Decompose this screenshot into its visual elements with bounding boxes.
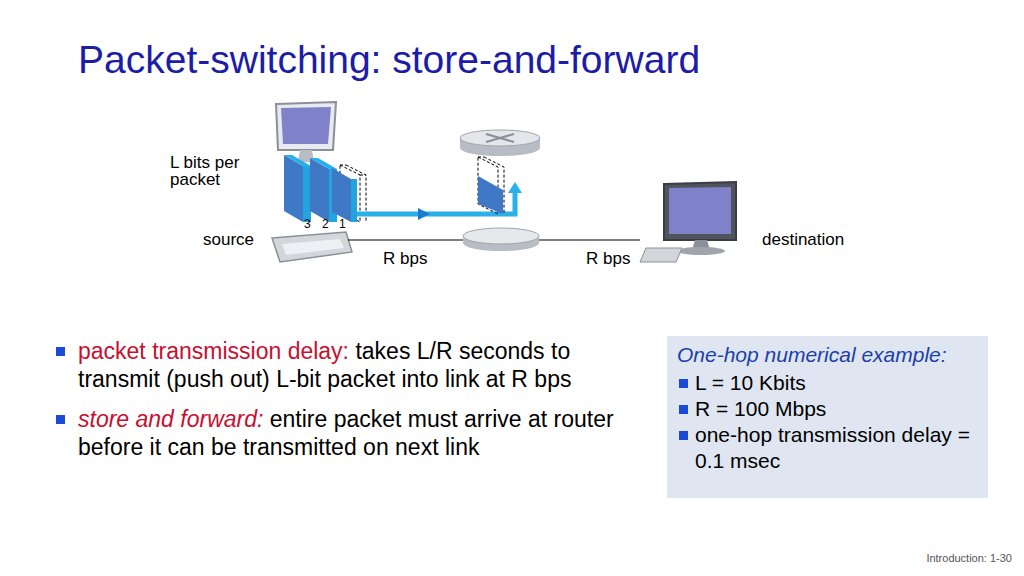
router-icon [460, 130, 540, 156]
bullet-text: packet transmission delay: takes L/R sec… [78, 337, 648, 393]
packet-stack [284, 155, 357, 222]
link-rate: R bps [586, 249, 630, 269]
packet-number: 3 [304, 217, 311, 231]
panel-item: R = 100 Mbps [677, 396, 980, 422]
panel-item-text: L = 10 Kbits [695, 371, 806, 394]
destination-computer [640, 182, 736, 262]
bullet-marker [679, 379, 688, 388]
bullet-marker [56, 347, 65, 356]
host-label: source [203, 230, 254, 250]
bullet-text: store and forward: entire packet must ar… [78, 405, 648, 461]
link-rate: R bps [383, 249, 427, 269]
bullet-marker [56, 415, 65, 424]
host-label: destination [762, 230, 844, 250]
source-computer [272, 102, 352, 262]
bullet-term: packet transmission delay: [78, 338, 349, 364]
packet-number: 2 [322, 217, 329, 231]
panel-item-text: R = 100 Mbps [695, 397, 826, 420]
packet-number: 1 [339, 217, 346, 231]
panel-heading: One-hop numerical example: [677, 342, 980, 368]
bullet-marker [679, 431, 688, 440]
bullet-marker [679, 405, 688, 414]
panel-item-text: one-hop transmission delay = 0.1 msec [695, 423, 970, 472]
panel-item: one-hop transmission delay = 0.1 msec [677, 422, 980, 474]
panel-item: L = 10 Kbits [677, 370, 980, 396]
slide-number: Introduction: 1-30 [926, 552, 1012, 564]
example-panel: One-hop numerical example: L = 10 Kbits R … [667, 336, 988, 498]
bullet-term: store and forward: [78, 406, 263, 432]
packet-size-label: L bits per packet [170, 154, 290, 188]
slide-title: Packet-switching: store-and-forward [78, 38, 700, 82]
